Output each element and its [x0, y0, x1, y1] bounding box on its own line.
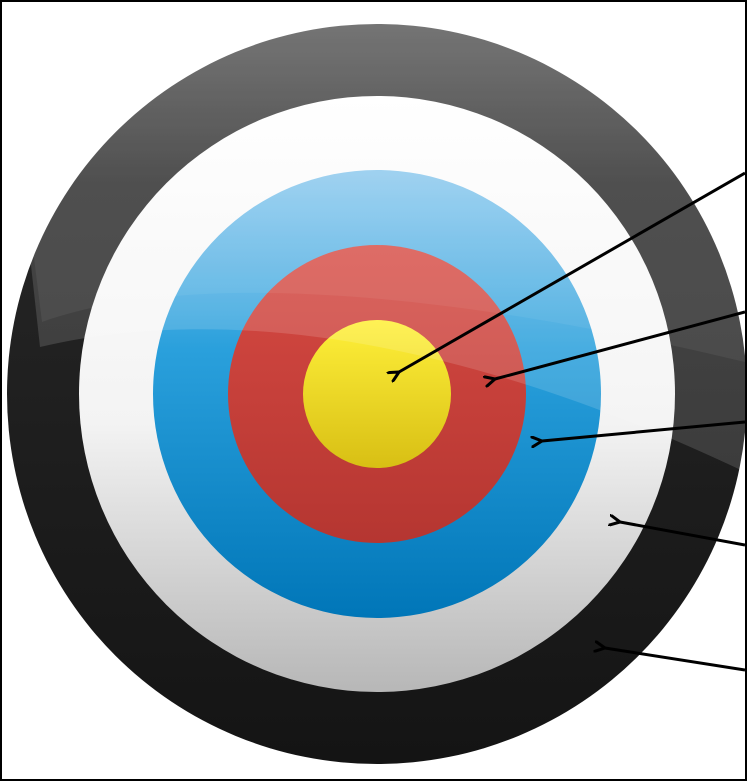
- target-svg: [2, 2, 745, 779]
- target-diagram: [0, 0, 747, 781]
